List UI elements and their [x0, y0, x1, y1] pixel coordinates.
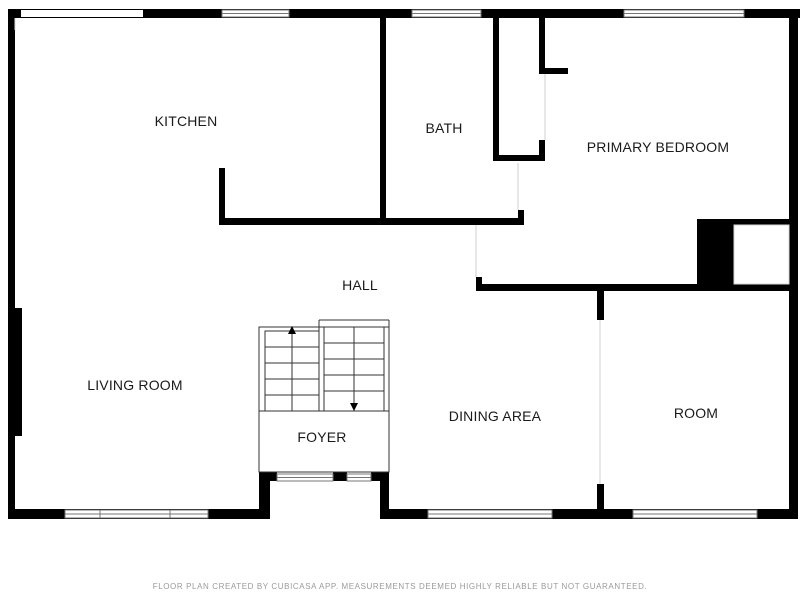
wall-closet-left [493, 14, 499, 161]
wall-bedroom-bottom [476, 284, 798, 291]
wall-bath-right-stub [518, 210, 524, 225]
room-labels: KITCHEN BATH PRIMARY BEDROOM HALL LIVING… [87, 113, 729, 445]
windows-bottom [64, 509, 758, 519]
wall-foyer-front-mid [333, 472, 347, 481]
room-label-hall: HALL [342, 277, 378, 293]
bedroom-closet-block [697, 219, 734, 291]
room-label-dining-area: DINING AREA [449, 408, 542, 424]
wall-closet-right [539, 14, 545, 74]
room-label-room: ROOM [674, 405, 718, 421]
room-label-primary-bedroom: PRIMARY BEDROOM [587, 139, 730, 155]
window [21, 10, 143, 17]
wall-right [789, 9, 798, 519]
wall-left [8, 9, 15, 519]
stair-arrows [288, 326, 358, 411]
wall-bedroom-stub [476, 277, 482, 291]
wall-closet-ledge [539, 68, 568, 74]
wall-dining-room-top [597, 288, 604, 320]
wall-kitchen-bath [380, 14, 386, 224]
wall-foyer-front-right [371, 472, 389, 481]
floor-plan-disclaimer: FLOOR PLAN CREATED BY CUBICASA APP. MEAS… [152, 582, 648, 591]
room-label-living-room: LIVING ROOM [87, 377, 183, 393]
arrow-down-icon [350, 403, 358, 411]
front-door [276, 473, 372, 482]
interior-walls [219, 14, 798, 519]
wall-foyer-front-left [259, 472, 277, 481]
exterior-walls [8, 9, 800, 519]
wall-closet-right-lower [539, 140, 545, 161]
wall-kitchen-stub [219, 168, 225, 224]
wall-bedroom-closet-top [697, 219, 789, 225]
door-openings [14, 18, 790, 484]
arrow-up-icon [288, 326, 296, 334]
wall-closet-bottom [493, 155, 545, 161]
room-label-foyer: FOYER [297, 429, 346, 445]
wall-foyer-left [259, 472, 270, 519]
wall-top [8, 9, 800, 18]
wall-foyer-right [380, 472, 389, 519]
wall-dining-room-bottom [597, 484, 604, 516]
room-label-bath: BATH [425, 120, 462, 136]
living-room-thick-wall [8, 308, 22, 436]
wall-kitchen-bottom [219, 218, 524, 225]
room-label-kitchen: KITCHEN [155, 113, 218, 129]
windows-top [21, 9, 745, 18]
wall-bottom-right [380, 509, 798, 519]
staircase [258, 319, 390, 473]
